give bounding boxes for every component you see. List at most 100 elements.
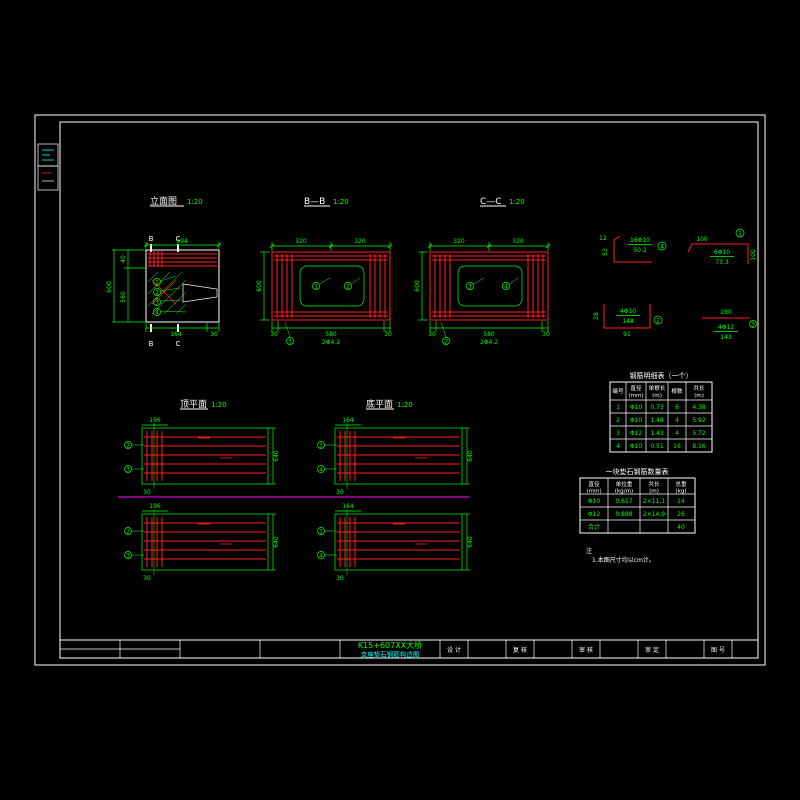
table-cell: 4 [675,430,679,437]
table-cell: 8.16 [692,443,706,450]
table-cell: 5.72 [692,430,706,437]
table-cell: 1.48 [650,417,664,424]
callout-number: 1 [319,529,323,536]
table-cell: 1 [616,404,620,411]
rebar-detail-2: 100 100 6Φ10 73.3 1 [687,228,757,266]
mark-number: 4 [660,244,664,251]
table-cell: 16 [673,443,681,450]
note-label: 注 [586,547,592,555]
bar-length: 148 [622,318,634,325]
table-header: (m) [649,489,659,495]
dim-label: 196 [149,503,161,510]
table-header: 单根长 [649,384,666,392]
dim-label: 100 [696,236,708,243]
table-cell: 4 [675,417,679,424]
quantity-table: 一块垫石钢筋数量表 直径 (mm) 单位重 (kg/m) 共长 (m) 总重 (… [579,467,696,534]
table-header: 共长 [693,384,705,392]
callout-number: 4 [504,284,508,291]
table-cell: 0.73 [650,404,664,411]
table-header: 根数 [671,387,683,395]
drawing-title: 支座垫石钢筋构造图 [361,650,420,659]
table-header: (mm) [586,489,601,495]
section-outline [429,251,549,321]
table-header: 直径 [588,480,600,488]
dim-label: 30 [336,575,344,582]
bar-label: 4Φ12 [718,324,734,331]
dim-label: 30 [143,575,151,582]
dim-label: 52 [602,248,609,256]
dim-label: 91 [623,331,631,338]
table-cell: Φ12 [630,430,643,437]
dim-label: 320 [354,238,366,245]
table-cell: 合计 [588,523,600,531]
dim-label: 164 [342,503,354,510]
dim-label: 30 [384,331,392,338]
dim-label: 640 [467,450,474,462]
section-marker-c-top: C [176,235,181,243]
top-plan-view: 顶平面 1:20 196 640 2 3 30 [124,399,280,582]
table-cell: 4 [616,443,620,450]
table-cell: Φ10 [588,498,601,505]
dim-label: 560 [120,291,127,303]
dim-label: 640 [273,450,280,462]
callout-number: 2 [155,290,159,297]
section-marker-b-bottom: B [149,340,154,348]
table-cell: 6 [675,404,679,411]
callout-number: 3 [288,339,292,346]
bar-label: 6Φ10 [714,249,730,256]
callout-number: 4 [319,467,323,474]
callout-number: 1 [319,443,323,450]
scale-label: 1:20 [211,401,227,409]
callout-number: 4 [319,553,323,560]
table-header: 共长 [648,480,660,488]
table-header: (m) [694,393,704,399]
callout-number: 2 [444,339,448,346]
table-header: (kg/m) [615,489,634,495]
dim-label: 30 [542,331,550,338]
bearing-wedge [182,283,218,303]
dim-label: 30 [143,489,151,496]
dim-label: 100 [750,249,757,261]
dim-label: 28 [593,312,600,320]
rebar-detail-3: 28 91 4Φ10 148 2 [593,304,663,338]
bar-label: 16Φ10 [630,237,650,244]
view-title: 顶平面 [180,399,207,410]
dim-label: 280 [720,309,732,316]
scale-label: 1:20 [187,198,203,206]
rebar-schedule-table: 钢筋明细表（一个） 编号 直径 (mm) 单根长 (m) 根数 共长 (m) 1… [609,371,713,453]
sheet-frame [34,114,766,666]
field-label-sheetno: 图 号 [711,647,725,654]
table-cell: 2×14.9 [643,511,665,518]
callout-number: 3 [468,284,472,291]
field-label-approve: 审 定 [645,646,659,654]
dim-label: 320 [453,238,465,245]
bearing-outline [299,265,365,307]
callout-number: 2 [346,284,350,291]
callout-number: 1 [155,280,159,287]
table-cell: Φ10 [630,404,643,411]
dim-label: 12 [599,235,607,242]
pad-outline [145,249,220,323]
table-cell: 2×11.1 [643,498,665,505]
table-cell: 2 [616,417,620,424]
table-header: 单位重 [616,480,633,488]
scale-label: 1:20 [397,401,413,409]
dim-note: 2Φ4.2 [322,339,340,346]
inner-border [59,121,759,659]
table-header: 直径 [630,384,642,392]
outer-border [34,114,766,666]
elevation-view: 立面图 1:20 B C B C 1 [106,195,222,348]
table-header: 编号 [612,387,624,395]
field-label-design: 设 计 [447,646,461,654]
callout-number: 3 [155,300,159,307]
dim-label: 164 [342,417,354,424]
dim-label: 580 [483,331,495,338]
bar-length: 143 [720,334,732,341]
note-text: 1.本图尺寸均以cm计。 [592,556,655,564]
rebar-detail-4: 280 4Φ12 143 3 [702,309,757,341]
dim-label: 30 [210,331,218,338]
field-label-check: 复 核 [513,646,527,654]
dim-label: 30 [428,331,436,338]
